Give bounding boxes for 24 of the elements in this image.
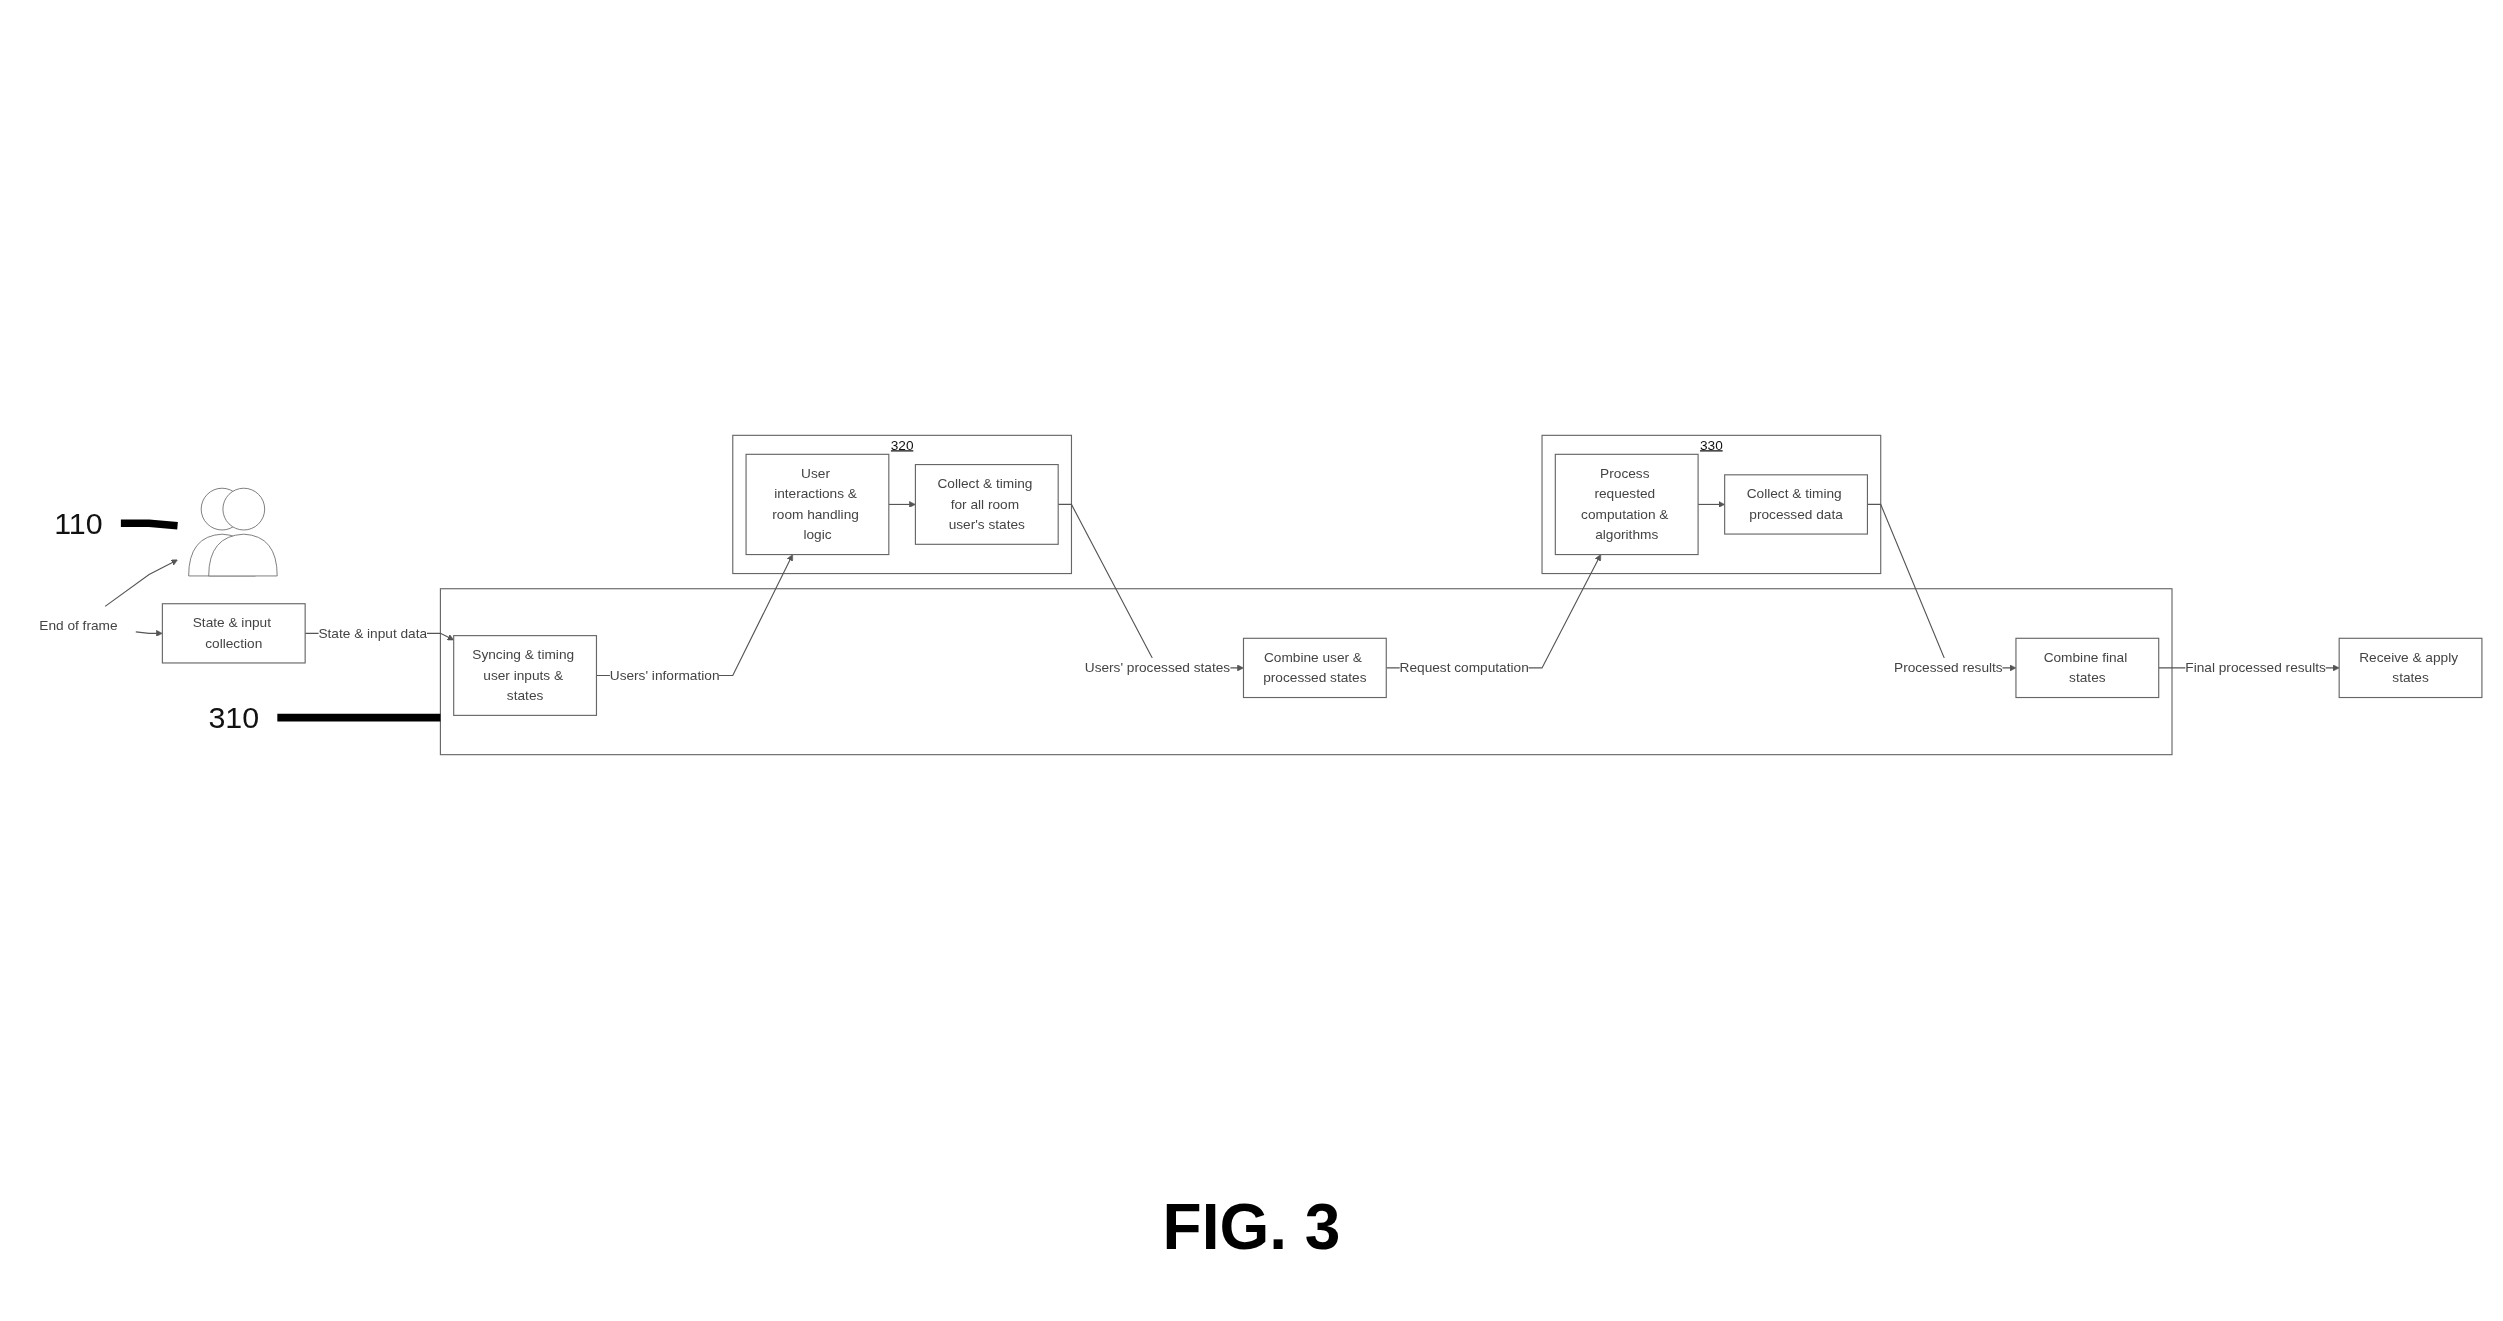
node-box: Syncing & timing user inputs & states bbox=[453, 635, 598, 716]
node-box: User interactions & room handling logic bbox=[745, 453, 890, 556]
edge-label: State & input data bbox=[318, 625, 428, 641]
edge-label: Request computation bbox=[1399, 659, 1529, 676]
node-box: State & input collection bbox=[161, 603, 306, 664]
node-text: End of frame bbox=[39, 617, 118, 633]
node-box: Receive & apply states bbox=[2338, 637, 2483, 699]
figure-caption: FIG. 3 bbox=[1162, 1191, 1341, 1263]
arrow bbox=[135, 630, 163, 637]
node-box: Collect & timing processed data bbox=[1724, 474, 1868, 535]
node-box: Combine final states bbox=[2015, 637, 2160, 699]
node-text: 310 bbox=[208, 700, 260, 735]
arrow bbox=[104, 559, 178, 607]
edge-label: Final processed results bbox=[2185, 659, 2326, 676]
node-box: Process requested computation & algorithms bbox=[1554, 453, 1699, 556]
node-box: Combine user & processed states bbox=[1242, 637, 1387, 699]
person-drawing bbox=[188, 487, 278, 577]
node-box: Collect & timing for all room user's states bbox=[914, 464, 1059, 545]
cluster bbox=[439, 588, 2173, 756]
edge-label: Processed results bbox=[1894, 659, 2003, 676]
arrow bbox=[888, 501, 916, 508]
node-text: 110 bbox=[54, 506, 103, 540]
edge-label: Users' information bbox=[609, 667, 720, 683]
edge-label: Users' processed states bbox=[1084, 659, 1231, 676]
